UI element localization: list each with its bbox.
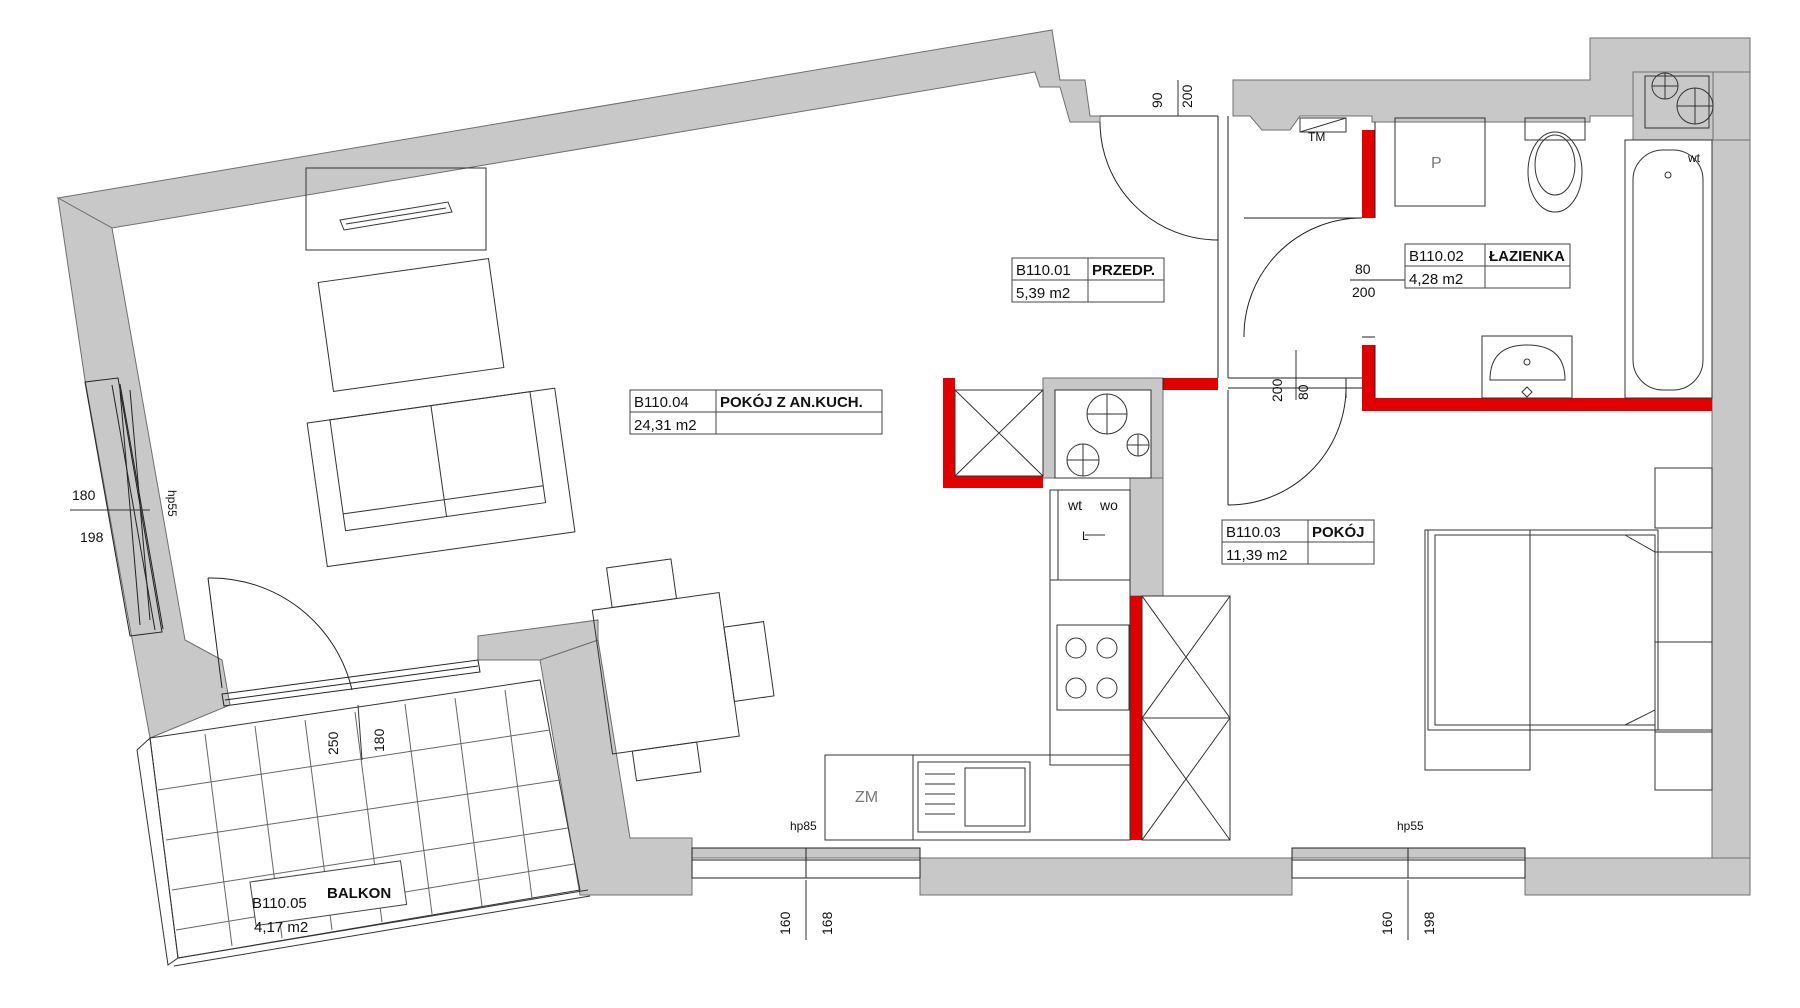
room-code-b110-02: B110.02 [1409, 248, 1464, 265]
kitchen [824, 389, 1152, 841]
living-furniture [305, 167, 775, 782]
dim-left-window-width: 180 [72, 487, 96, 503]
room-area-b110-03: 11,39 m2 [1226, 547, 1287, 564]
dim-entry-height: 200 [1179, 84, 1195, 108]
balcony-door-frame [221, 659, 481, 707]
fixture-labels: TM P wt wt wo L ZM [855, 130, 1701, 806]
balcony-floor [149, 679, 581, 959]
dim-bath-height: 200 [1352, 284, 1376, 300]
dim-left-window-height: 198 [80, 529, 104, 545]
room-code-b110-05: B110.05 [252, 895, 307, 912]
toilet-tank [1524, 117, 1586, 141]
red-wall-bath-bottom [1362, 398, 1712, 411]
left-window-frame [84, 377, 163, 637]
kitchen-counter [1049, 579, 1131, 756]
dimensions: 90 200 80 200 200 80 180 198 hp55 250 18… [70, 80, 1437, 940]
sofa [306, 387, 576, 568]
room-name-b110-02: ŁAZIENKA [1489, 248, 1565, 265]
kitchen-l-label: L [1082, 529, 1089, 543]
wall-kitchen-column [1129, 477, 1164, 597]
kitchen-wo-label: wo [1099, 497, 1118, 513]
wall-right [1711, 139, 1751, 896]
room-label-lazienka: B110.02 ŁAZIENKA 4,28 m2 [1404, 243, 1571, 289]
fridge-label: ZM [855, 789, 878, 806]
new-walls [943, 130, 1712, 840]
wall-bottom [539, 639, 1751, 896]
bath-door-swing [1243, 217, 1363, 338]
dim-bath-width: 80 [1355, 261, 1371, 277]
structural-walls [56, 29, 1751, 896]
bathroom-fixtures [1394, 72, 1714, 399]
balcony-railing [136, 736, 179, 966]
room-area-b110-02: 4,28 m2 [1409, 271, 1463, 288]
dim-room-window-width: 160 [1379, 911, 1395, 935]
wall-top-corridor [1232, 37, 1751, 131]
dim-balcony-door-height: 250 [325, 731, 341, 755]
balcony [136, 679, 591, 967]
coffee-table [317, 258, 505, 392]
room-code-b110-04: B110.04 [634, 394, 689, 411]
kitchen-wt-label: wt [1067, 497, 1082, 513]
dim-entry-width: 90 [1149, 92, 1165, 108]
room-name-b110-04: POKÓJ Z AN.KUCH. [720, 393, 863, 411]
room-area-b110-01: 5,39 m2 [1016, 285, 1070, 302]
room-name-b110-01: PRZEDP. [1092, 262, 1155, 279]
tv-cabinet [305, 167, 487, 251]
red-wall-shaft-left [943, 378, 955, 488]
toilet-bowl [1527, 131, 1583, 213]
room-name-b110-03: POKÓJ [1312, 523, 1365, 541]
entry-door-swing [1099, 121, 1219, 241]
dim-kitchen-window-sill: hp85 [790, 819, 817, 833]
room-label-balkon: B110.05 BALKON 4,17 m2 [249, 860, 408, 936]
red-wall-closet [1130, 596, 1142, 840]
dim-left-window-sill: hp55 [165, 490, 179, 517]
red-wall-bath-left-top [1362, 130, 1375, 218]
room-door-swing [1227, 389, 1347, 506]
washer-label: P [1431, 155, 1442, 172]
washing-machine [1394, 117, 1486, 207]
dim-kitchen-window-width: 160 [777, 911, 793, 935]
dim-room-window-height: 198 [1421, 911, 1437, 935]
red-wall-shaft-bottom [943, 476, 1043, 488]
wall-top-left [56, 29, 1101, 229]
shaft-box [1644, 75, 1710, 129]
dim-room-height: 200 [1269, 378, 1285, 402]
wardrobe [1141, 595, 1231, 841]
dining-set [591, 558, 775, 782]
room-area-b110-04: 24,31 m2 [634, 417, 697, 434]
windows [84, 377, 1526, 879]
dim-balcony-door-width: 180 [371, 728, 387, 752]
bathtub [1624, 139, 1713, 399]
room-label-pokoj-z-an-kuch: B110.04 POKÓJ Z AN.KUCH. 24,31 m2 [629, 389, 883, 435]
sink [917, 761, 1031, 833]
washbasin [1481, 335, 1573, 399]
ventilation-shaft [954, 389, 1044, 477]
bed [1424, 467, 1713, 791]
dim-room-window-sill: hp55 [1397, 819, 1424, 833]
room-code-b110-03: B110.03 [1226, 524, 1281, 541]
kitchen-counter-left [1049, 489, 1131, 766]
wall-top-right-stub [1711, 71, 1751, 141]
room-label-pokoj: B110.03 POKÓJ 11,39 m2 [1221, 519, 1375, 565]
balcony-door-swing [207, 577, 353, 691]
fridge [824, 754, 914, 841]
meter-label: TM [1308, 130, 1325, 144]
room-area-b110-05: 4,17 m2 [254, 919, 308, 936]
wall-balcony-side [477, 619, 599, 661]
bath-wt-label: wt [1687, 151, 1701, 165]
hob [1056, 624, 1130, 711]
room-label-przedp: B110.01 PRZEDP. 5,39 m2 [1011, 257, 1165, 303]
partition-lines [1162, 116, 1376, 398]
red-wall-bath-left-bottom [1362, 345, 1375, 411]
room-name-b110-05: BALKON [327, 885, 391, 902]
dim-room-width: 80 [1295, 384, 1311, 400]
tv [339, 201, 453, 231]
wall-left [57, 197, 231, 739]
red-wall-pillar-top [1163, 378, 1218, 390]
dim-kitchen-window-height: 168 [819, 911, 835, 935]
meter-box [1299, 117, 1347, 133]
room-code-b110-01: B110.01 [1016, 262, 1071, 279]
